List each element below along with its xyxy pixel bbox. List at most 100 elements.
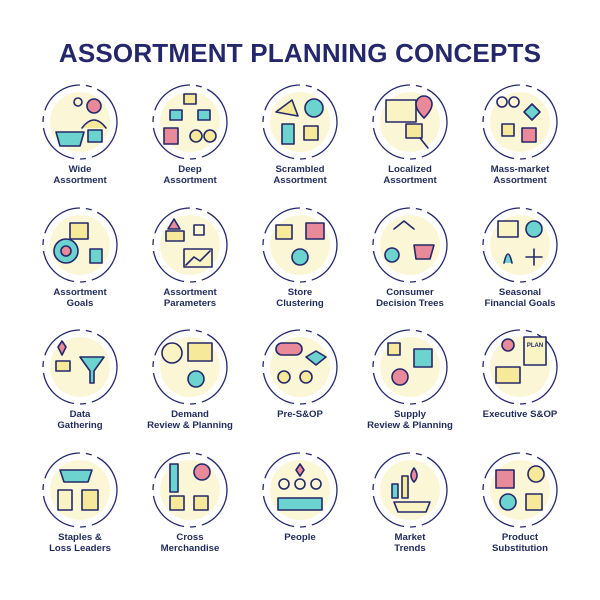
concept-label-line: Gathering	[57, 420, 103, 431]
concept-label-line: People	[284, 531, 316, 543]
cross-merchandise-icon	[144, 450, 236, 530]
demand-review-planning-icon	[144, 327, 236, 407]
concept-tile: People	[245, 448, 355, 571]
concept-label-line: Staples &	[58, 531, 102, 543]
concept-label-line: Pre-S&OP	[277, 409, 323, 420]
concept-label-line: Goals	[66, 297, 94, 309]
concept-label-line: Store	[287, 286, 313, 298]
concept-label-line: Merchandise	[160, 542, 220, 554]
concept-label: Executive S&OP	[466, 409, 574, 420]
concept-label-line: Executive S&OP	[482, 409, 558, 420]
concept-label-line: Consumer	[386, 286, 434, 298]
concept-tile: PLAN Executive S&OP	[465, 325, 575, 448]
concept-label: Staples &Loss Leaders	[26, 532, 134, 554]
concept-label-line: Demand	[171, 409, 209, 420]
concept-tile: Pre-S&OP	[245, 325, 355, 448]
concept-label-line: Decision Trees	[376, 297, 444, 309]
assortment-parameters-icon	[144, 205, 236, 285]
seasonal-financial-goals-icon	[474, 205, 566, 285]
concept-label-line: Market	[394, 531, 426, 543]
executive-sop-icon: PLAN	[474, 327, 566, 407]
concept-label-line: Cross	[176, 531, 204, 543]
staples-loss-leaders-icon	[34, 450, 126, 530]
concept-label-line: Parameters	[163, 297, 217, 309]
concept-label-line: Assortment	[53, 175, 107, 186]
scrambled-assortment-icon	[254, 82, 346, 162]
concept-label-line: Clustering	[276, 297, 324, 309]
mass-market-assortment-icon	[474, 82, 566, 162]
concept-label-line: Substitution	[492, 542, 548, 554]
concept-label-line: Wide	[68, 164, 92, 175]
concept-label-line: Assortment	[383, 175, 437, 186]
concept-label-line: Assortment	[53, 286, 107, 298]
concept-label-line: Loss Leaders	[49, 542, 111, 554]
people-icon	[254, 450, 346, 530]
concept-label-line: Assortment	[273, 175, 327, 186]
concept-label-line: Product	[501, 531, 539, 543]
supply-review-planning-icon	[364, 327, 456, 407]
concept-label-line: Deep	[178, 164, 202, 175]
concept-label-line: Supply	[394, 409, 426, 420]
deep-assortment-icon	[144, 82, 236, 162]
concept-label-line: Assortment	[493, 175, 547, 186]
localized-assortment-icon	[364, 82, 456, 162]
concept-label-line: Localized	[388, 164, 432, 175]
concept-label-line: Trends	[394, 542, 426, 554]
concept-label-line: Review & Planning	[367, 420, 453, 431]
market-trends-icon	[364, 450, 456, 530]
concept-label-line: Assortment	[163, 286, 217, 298]
concept-label-line: Scrambled	[275, 164, 325, 175]
concept-label-line: Review & Planning	[147, 420, 233, 431]
pre-sop-icon	[254, 327, 346, 407]
product-substitution-icon	[474, 450, 566, 530]
concept-label-line: Financial Goals	[484, 297, 556, 309]
wide-assortment-icon	[34, 82, 126, 162]
assortment-goals-icon	[34, 205, 126, 285]
concept-label-line: Assortment	[163, 175, 217, 186]
consumer-decision-trees-icon	[364, 205, 456, 285]
concept-label: Pre-S&OP	[246, 409, 354, 420]
page-title: ASSORTMENT PLANNING CONCEPTS	[58, 38, 542, 68]
concept-tile: Staples &Loss Leaders	[25, 448, 135, 571]
concept-label: People	[246, 532, 354, 543]
concept-label-line: Data	[69, 409, 91, 420]
concept-label-line: Seasonal	[498, 286, 542, 298]
plan-text: PLAN	[527, 343, 543, 349]
store-clustering-icon	[254, 205, 346, 285]
concept-label-line: Mass-market	[490, 164, 550, 175]
